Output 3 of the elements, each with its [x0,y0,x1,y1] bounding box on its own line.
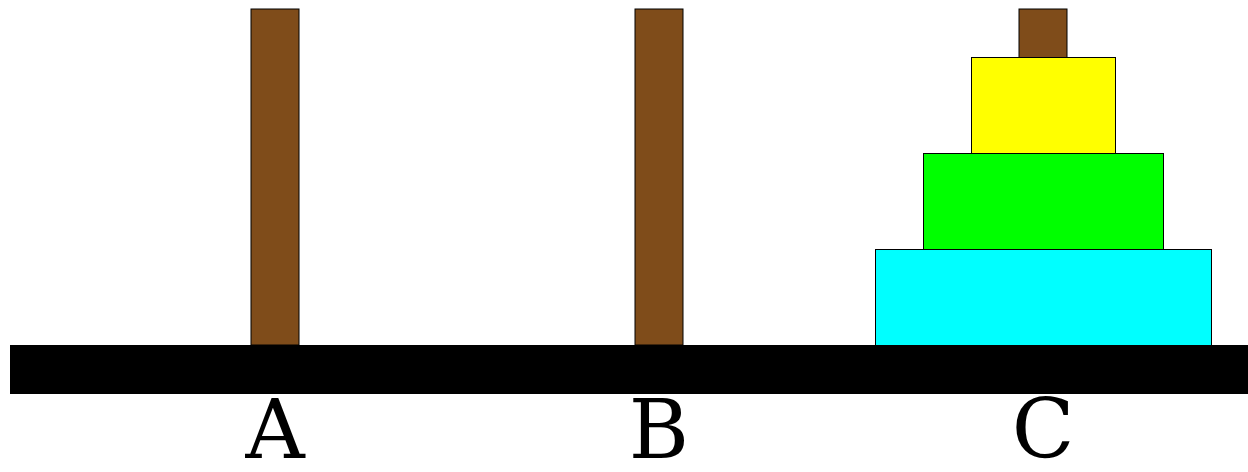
peg-label: A [244,390,307,470]
peg-label: B [627,390,691,470]
peg-label: C [1010,390,1076,470]
